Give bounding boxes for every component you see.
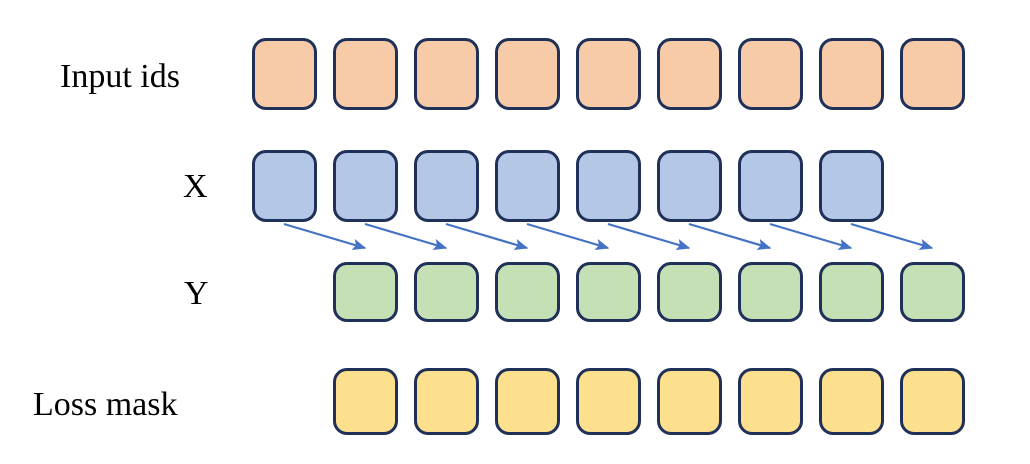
token-cell-x-5: [576, 150, 641, 222]
token-cell-loss-mask-4: [576, 368, 641, 435]
token-cell-loss-mask-1: [333, 368, 398, 435]
shift-arrow-7: [769, 222, 853, 250]
token-cell-input-ids-4: [495, 38, 560, 110]
token-cell-x-6: [657, 150, 722, 222]
token-cell-y-4: [576, 262, 641, 322]
shift-arrow-4: [526, 222, 610, 250]
token-cell-y-7: [819, 262, 884, 322]
row-label-loss-mask: Loss mask: [33, 386, 178, 423]
shift-arrow-2: [364, 222, 448, 250]
token-cell-x-8: [819, 150, 884, 222]
token-cell-x-4: [495, 150, 560, 222]
token-cell-loss-mask-6: [738, 368, 803, 435]
token-cell-y-3: [495, 262, 560, 322]
shift-arrow-5: [607, 222, 691, 250]
token-cell-loss-mask-7: [819, 368, 884, 435]
shift-arrow-8: [850, 222, 934, 250]
row-label-y: Y: [184, 275, 209, 312]
token-cell-y-1: [333, 262, 398, 322]
row-label-input-ids: Input ids: [60, 58, 180, 95]
shift-arrow-6: [688, 222, 772, 250]
token-cell-loss-mask-8: [900, 368, 965, 435]
token-cell-y-2: [414, 262, 479, 322]
token-cell-input-ids-9: [900, 38, 965, 110]
token-cell-y-6: [738, 262, 803, 322]
token-cell-y-5: [657, 262, 722, 322]
shift-arrow-1: [283, 222, 367, 250]
token-cell-y-8: [900, 262, 965, 322]
token-cell-input-ids-6: [657, 38, 722, 110]
token-cell-input-ids-7: [738, 38, 803, 110]
token-cell-input-ids-1: [252, 38, 317, 110]
token-cell-x-1: [252, 150, 317, 222]
token-cell-input-ids-8: [819, 38, 884, 110]
token-cell-x-2: [333, 150, 398, 222]
token-cell-loss-mask-3: [495, 368, 560, 435]
row-label-x: X: [183, 168, 208, 205]
token-cell-input-ids-2: [333, 38, 398, 110]
token-cell-input-ids-3: [414, 38, 479, 110]
token-cell-loss-mask-5: [657, 368, 722, 435]
token-cell-x-3: [414, 150, 479, 222]
token-cell-loss-mask-2: [414, 368, 479, 435]
token-cell-input-ids-5: [576, 38, 641, 110]
token-cell-x-7: [738, 150, 803, 222]
shift-arrow-3: [445, 222, 529, 250]
